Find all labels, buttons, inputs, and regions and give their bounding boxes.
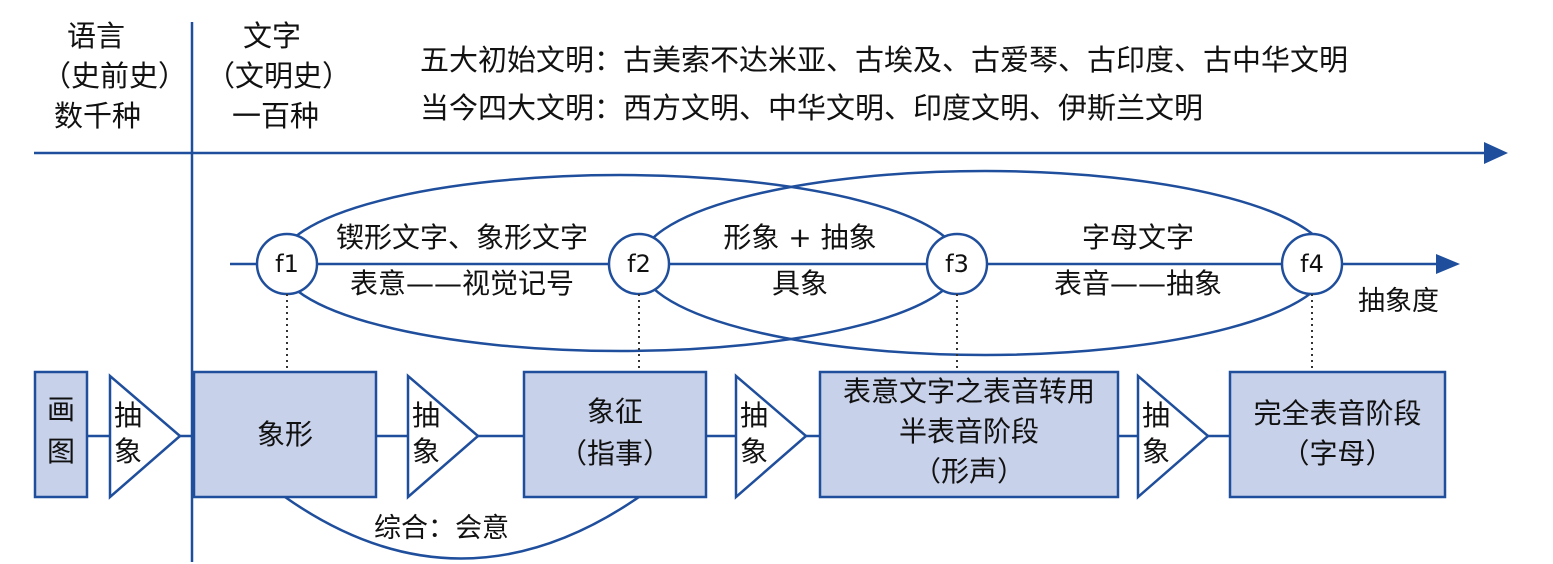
box-picture-label-2: 图 <box>46 435 75 468</box>
timeline-arrowhead <box>1484 142 1508 164</box>
ellipse-middle-bottom-text: 具象 <box>771 267 828 300</box>
ellipse-right-bottom-text: 表音——抽象 <box>1053 267 1222 300</box>
box-symbol <box>522 370 708 499</box>
abstraction-triangle-3 <box>734 373 808 500</box>
box-pictograph <box>192 370 378 499</box>
stage-phonetic-sublabel: （字母） <box>1281 437 1394 470</box>
stage-symbol-label: 象征 <box>586 395 643 428</box>
triangle-4-label-1: 抽 <box>1142 399 1171 432</box>
abstraction-arrowhead <box>1436 254 1460 274</box>
ellipse-left-top-text: 锲形文字、象形文字 <box>335 221 588 254</box>
triangle-1-label-2: 象 <box>114 435 143 468</box>
header-writing-subtitle: （文明史） <box>206 59 352 93</box>
synthesis-label: 综合：会意 <box>374 513 509 544</box>
synthesis-arc <box>284 495 640 560</box>
triangle-2-label-2: 象 <box>412 435 441 468</box>
stage-phonetic-label: 完全表音阶段 <box>1253 397 1422 430</box>
node-label-f2: f2 <box>627 250 651 278</box>
stage-phonosemantic-note: （形声） <box>912 455 1025 488</box>
header-language-count: 数千种 <box>54 99 142 133</box>
node-label-f4: f4 <box>1300 250 1324 278</box>
box-picture <box>33 370 89 499</box>
current-civilizations-text: 当今四大文明：西方文明、中华文明、印度文明、伊斯兰文明 <box>420 91 1204 125</box>
ellipse-left-bottom-text: 表意——视觉记号 <box>349 267 574 300</box>
ellipse-right-top-text: 字母文字 <box>1081 221 1194 254</box>
initial-civilizations-text: 五大初始文明：古美索不达米亚、古埃及、古爱琴、古印度、古中华文明 <box>420 43 1349 77</box>
triangle-4-label-2: 象 <box>1142 435 1171 468</box>
stage-phonosemantic-sublabel: 半表音阶段 <box>898 415 1039 448</box>
stage-phonosemantic-label: 表意文字之表音转用 <box>842 375 1095 408</box>
triangle-3-label-2: 象 <box>740 435 769 468</box>
stage-pictograph-label: 象形 <box>256 418 313 451</box>
abstraction-triangle-1 <box>108 373 182 500</box>
stage-symbol-sublabel: （指事） <box>558 437 671 470</box>
box-phonetic <box>1228 370 1447 499</box>
triangle-1-label-1: 抽 <box>114 399 143 432</box>
header-language-title: 语言 <box>67 19 126 53</box>
triangle-2-label-1: 抽 <box>412 399 441 432</box>
node-label-f3: f3 <box>945 250 969 278</box>
abstraction-axis-label: 抽象度 <box>1358 286 1439 317</box>
header-writing-count: 一百种 <box>232 99 320 133</box>
node-label-f1: f1 <box>275 250 299 278</box>
triangle-3-label-1: 抽 <box>740 399 769 432</box>
abstraction-triangle-2 <box>406 373 480 500</box>
abstraction-triangle-4 <box>1136 373 1210 500</box>
header-language-subtitle: （史前史） <box>42 59 188 93</box>
ellipse-middle-top-text: 形象 + 抽象 <box>723 221 877 254</box>
box-phonosemantic <box>818 370 1120 499</box>
header-writing-title: 文字 <box>243 19 302 53</box>
box-picture-label-1: 画 <box>46 393 75 426</box>
